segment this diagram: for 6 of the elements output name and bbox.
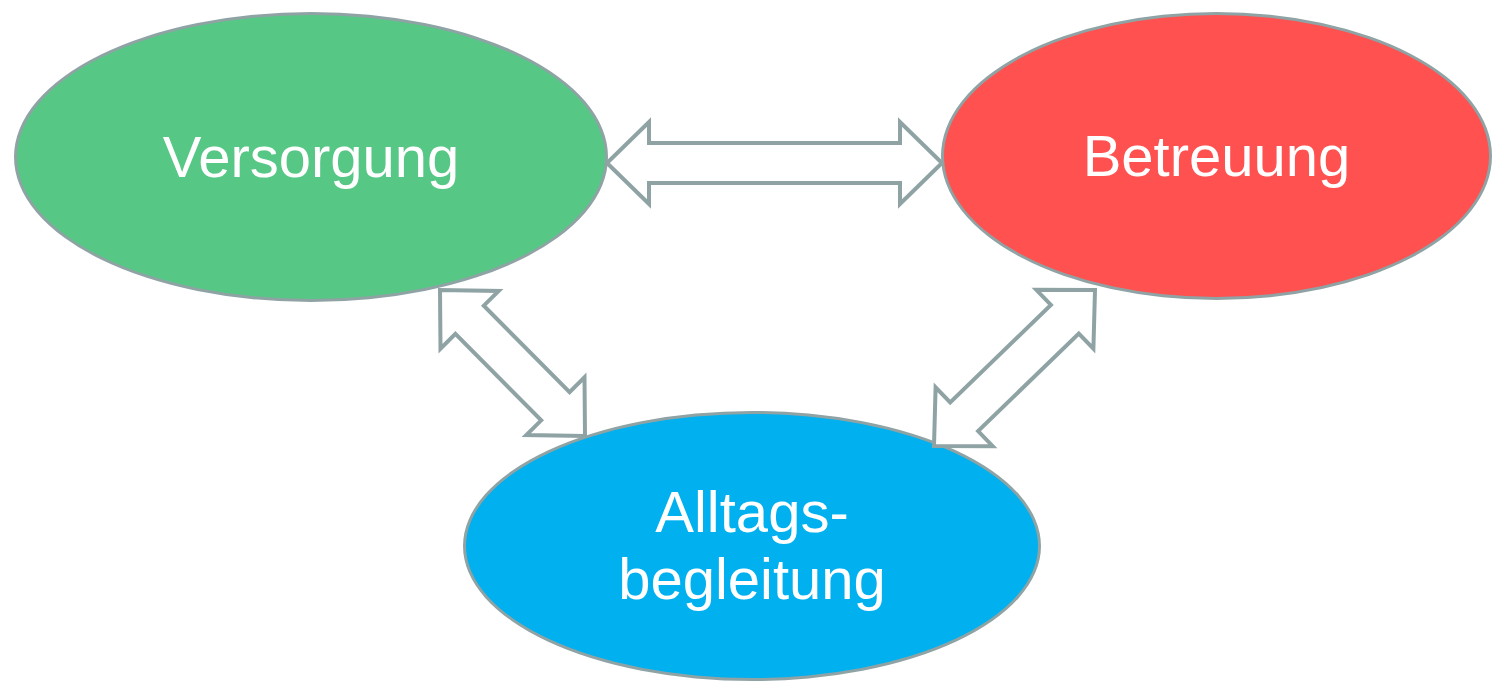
node-label: Versorgung bbox=[161, 123, 461, 191]
double-arrow bbox=[438, 287, 587, 439]
node-label: Betreuung bbox=[1081, 122, 1352, 190]
double-arrow bbox=[931, 287, 1098, 449]
double-arrow bbox=[604, 117, 945, 209]
node-label: Alltags- begleitung bbox=[617, 479, 887, 613]
